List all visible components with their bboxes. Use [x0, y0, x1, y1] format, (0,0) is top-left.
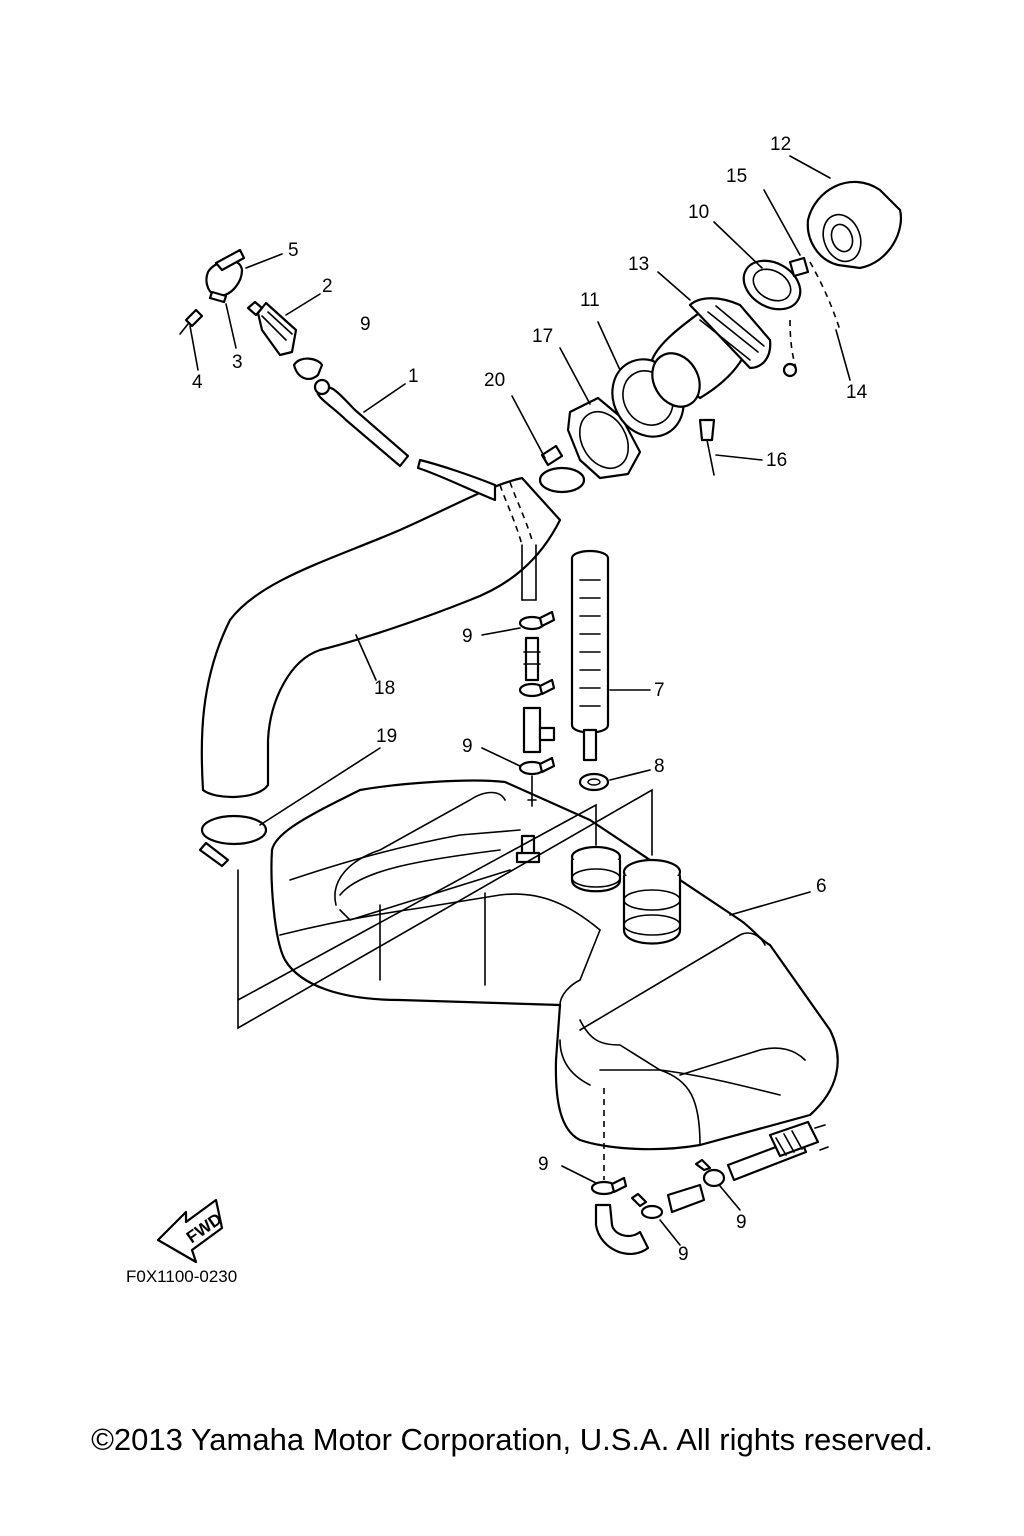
fuel-tank	[270, 779, 839, 1151]
callout-17: 17	[532, 326, 553, 347]
filler-cap-assembly	[650, 180, 903, 476]
callout-4: 4	[192, 372, 203, 393]
callout-10: 10	[688, 202, 709, 223]
callout-9-b: 9	[462, 626, 473, 647]
callout-9-f: 9	[736, 1212, 747, 1233]
callout-18: 18	[374, 678, 395, 699]
callout-15: 15	[726, 166, 747, 187]
filler-hose	[200, 476, 562, 799]
callout-5: 5	[288, 240, 299, 261]
callout-9-a: 9	[360, 314, 371, 335]
callout-9-e: 9	[678, 1244, 689, 1265]
diagram-code: F0X1100-0230	[126, 1267, 237, 1286]
reference-lines	[237, 788, 653, 1030]
callout-19: 19	[376, 726, 397, 747]
callout-3: 3	[232, 352, 243, 373]
callout-14: 14	[846, 382, 868, 403]
callout-labels: 1 2 3 4 5 6 7 8 9 9 9 9 9 9 10 11 12 13 …	[192, 134, 868, 1265]
callout-9-d: 9	[538, 1154, 549, 1175]
callout-13: 13	[628, 254, 649, 275]
callout-20: 20	[484, 370, 505, 391]
leader-lines	[189, 155, 851, 1246]
hose-fittings	[522, 636, 556, 807]
callout-11: 11	[580, 290, 600, 311]
check-valve-assembly	[179, 248, 324, 380]
callout-9-c: 9	[462, 736, 473, 757]
hose-clamps	[198, 444, 726, 1220]
callout-12: 12	[770, 134, 791, 155]
callout-7: 7	[654, 680, 665, 701]
outlet-hoses	[594, 1088, 829, 1255]
callout-16: 16	[766, 450, 787, 471]
fuel-strainer	[570, 549, 610, 792]
callout-6: 6	[816, 876, 827, 897]
callout-2: 2	[322, 276, 333, 297]
fwd-arrow-icon: FWD	[156, 1198, 225, 1264]
copyright-notice: ©2013 Yamaha Motor Corporation, U.S.A. A…	[91, 1422, 933, 1457]
vent-hose	[313, 378, 497, 502]
callout-1: 1	[408, 366, 419, 387]
callout-8: 8	[654, 756, 665, 777]
